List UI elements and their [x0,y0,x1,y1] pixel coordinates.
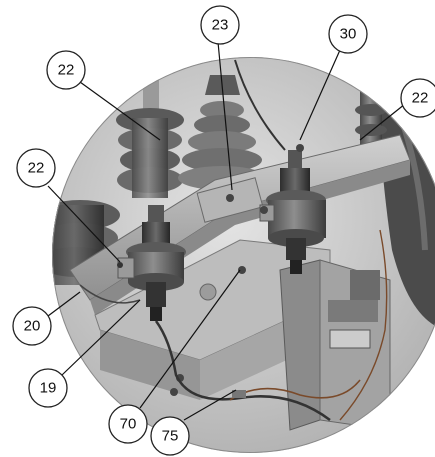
callout-30: 30 [328,14,368,54]
support-bracket [279,259,391,431]
hardware-bolts [117,144,304,396]
callout-22-top-left: 22 [46,50,86,90]
callout-label: 75 [162,428,179,445]
surge-arrester-rear [259,150,326,274]
tank-body [375,60,435,330]
callout-70: 70 [108,404,148,444]
callout-label: 22 [28,160,45,177]
magnified-detail-view [52,57,435,453]
callout-19: 19 [28,368,68,408]
callout-22-right: 22 [400,78,435,118]
callout-label: 20 [24,318,41,335]
callout-label: 23 [212,17,229,34]
callout-20: 20 [12,306,52,346]
callout-label: 22 [412,90,429,107]
callout-label: 22 [58,62,75,79]
callout-22-left: 22 [16,148,56,188]
callout-23: 23 [200,5,240,45]
callout-label: 19 [40,380,57,397]
callout-label: 30 [340,26,357,43]
leader-lines [47,41,411,421]
callout-label: 70 [120,416,137,433]
callout-75: 75 [150,416,190,456]
surge-arrester-front [117,205,186,321]
rear-insulator-center [178,75,266,190]
ground-wiring [79,59,388,422]
